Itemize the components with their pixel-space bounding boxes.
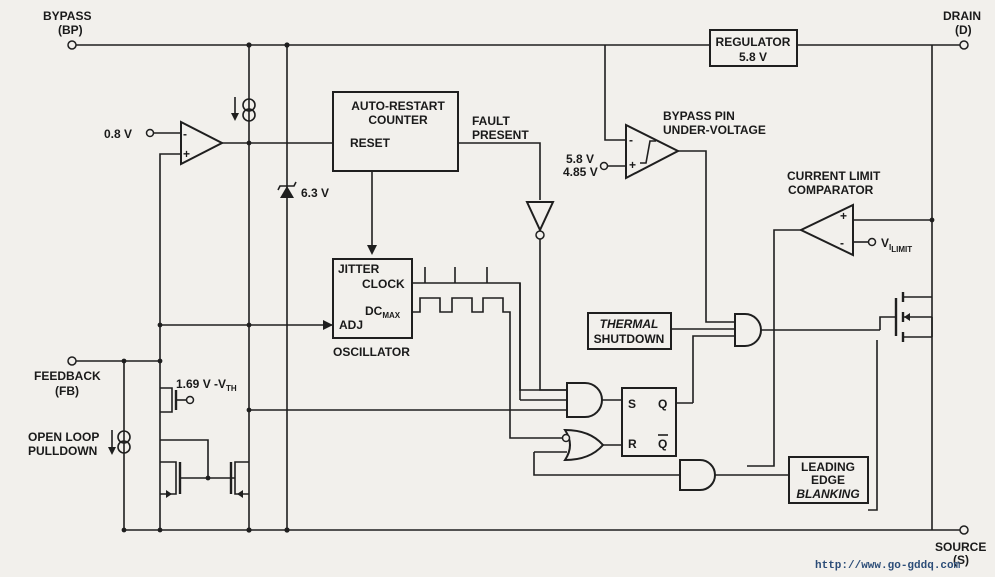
uv-threshold-low: 4.85 V: [563, 165, 598, 179]
bypass-current-source-icon: [231, 97, 256, 122]
output-and-gate: [734, 313, 762, 347]
bypass-pin-uv-label: BYPASS PIN: [663, 109, 735, 123]
svg-text:+: +: [183, 147, 190, 161]
fb-sense-transistor-icon: [160, 387, 195, 413]
present-label: PRESENT: [472, 128, 529, 142]
oscillator-block: [332, 258, 413, 339]
undervoltage-label: UNDER-VOLTAGE: [663, 123, 766, 137]
dcmax-waveform-icon: [412, 297, 567, 439]
current-limit-label: CURRENT LIMIT: [787, 169, 881, 183]
current-mirror-icon: [160, 439, 249, 498]
vth-label: 1.69 V -VTH: [176, 377, 237, 393]
zener-diode-icon: [277, 181, 297, 198]
blanking-label: BLANKING: [796, 487, 859, 501]
source-pin-label: SOURCE: [935, 540, 986, 554]
pulldown-label: PULLDOWN: [28, 444, 97, 458]
ref-0p8-label: 0.8 V: [104, 127, 132, 141]
ff-qbar-label: Q: [658, 437, 667, 451]
power-mosfet-icon: [879, 292, 933, 342]
edge-label: EDGE: [811, 473, 845, 487]
source-pin-abbr: (S): [953, 553, 969, 567]
reset-comparator: [180, 120, 225, 166]
leading-label: LEADING: [801, 460, 855, 474]
oscillator-label: OSCILLATOR: [333, 345, 410, 359]
svg-text:-: -: [629, 133, 633, 147]
pulldown-current-source-icon: [108, 430, 131, 455]
bypass-undervoltage-comparator: [625, 123, 681, 180]
drain-pin: [959, 40, 969, 50]
feedback-pin-label: FEEDBACK: [34, 369, 101, 383]
zener-voltage: 6.3 V: [301, 186, 329, 200]
clock-label: CLOCK: [362, 277, 405, 291]
comparator-label: COMPARATOR: [788, 183, 874, 197]
feedback-pin: [67, 356, 77, 366]
source-pin: [959, 525, 969, 535]
auto-restart-label: AUTO-RESTART: [351, 99, 445, 113]
svg-text:-: -: [183, 127, 187, 141]
sr-flipflop: [621, 387, 677, 457]
vilimit-label: VILIMIT: [881, 236, 912, 254]
feedback-pin-abbr: (FB): [55, 384, 79, 398]
drain-pin-abbr: (D): [955, 23, 972, 37]
leb-and-gate: [679, 459, 716, 491]
dcmax-label: DCMAX: [365, 304, 401, 320]
ff-r-label: R: [628, 437, 637, 451]
auto-restart-counter-block: [332, 91, 459, 172]
reset-or-gate: [563, 428, 605, 462]
regulator-label: REGULATOR: [716, 35, 791, 49]
bypass-pin-abbr: (BP): [58, 23, 83, 37]
current-limit-comparator: [798, 203, 854, 257]
fault-label: FAULT: [472, 114, 510, 128]
jitter-label: JITTER: [338, 262, 380, 276]
thermal-label: THERMAL: [600, 317, 659, 331]
ff-s-label: S: [628, 397, 636, 411]
svg-text:+: +: [629, 158, 636, 172]
thermal-shutdown-block: [587, 312, 672, 350]
clock-waveform-icon: [412, 267, 567, 391]
drain-pin-label: DRAIN: [943, 9, 981, 23]
open-loop-label: OPEN LOOP: [28, 430, 99, 444]
bypass-pin-label: BYPASS: [43, 9, 91, 23]
uv-threshold-high: 5.8 V: [566, 152, 594, 166]
ff-q-label: Q: [658, 397, 667, 411]
svg-text:-: -: [840, 236, 844, 250]
hysteresis-icon: [640, 140, 656, 164]
fault-inverter: [525, 201, 555, 233]
shutdown-label: SHUTDOWN: [594, 332, 665, 346]
leading-edge-blanking-block: [788, 456, 869, 504]
reset-label: RESET: [350, 136, 391, 150]
regulator-voltage: 5.8 V: [739, 50, 767, 64]
svg-text:+: +: [840, 209, 847, 223]
watermark-url: http://www.go-gddq.com: [815, 560, 961, 572]
bypass-pin: [67, 40, 77, 50]
regulator-block: [709, 29, 798, 67]
set-and-gate: [566, 382, 603, 418]
counter-label: COUNTER: [368, 113, 428, 127]
adj-label: ADJ: [339, 318, 363, 332]
